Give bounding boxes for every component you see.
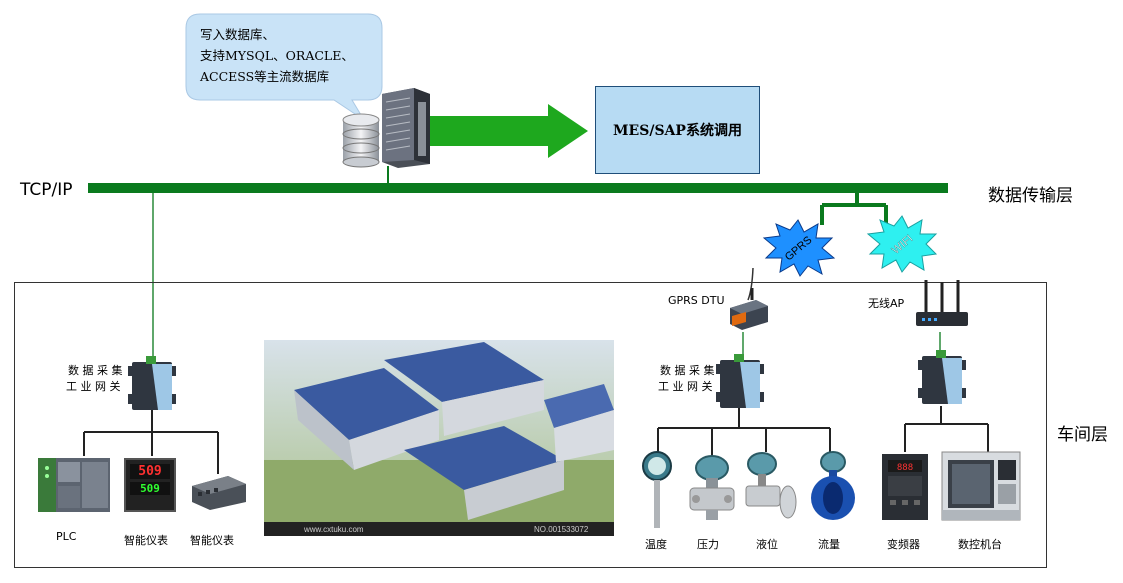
gateway-middle-label-1: 数 据 采 集 [660, 364, 715, 377]
meter-display-2: 509 [130, 482, 170, 495]
pressure-sensor-icon [689, 455, 735, 520]
level-sensor-icon [745, 452, 797, 519]
inverter-label: 变频器 [887, 538, 920, 551]
database-icon [342, 113, 380, 168]
inverter-icon: 888 [882, 454, 928, 520]
factory-photo-code: NO.001533072 [534, 525, 589, 534]
smart-meter-panel: 509 509 [124, 458, 176, 512]
svg-text:888: 888 [897, 463, 913, 473]
bubble-line-1: 写入数据库、 [200, 27, 276, 42]
flow-sensor-icon [811, 451, 855, 520]
bubble-text: 写入数据库、 支持MYSQL、ORACLE、 ACCESS等主流数据库 [200, 24, 354, 87]
plc-icon [38, 458, 110, 512]
gateway-left-label-2: 工 业 网 关 [66, 380, 121, 393]
bubble-line-2: 支持MYSQL、ORACLE、 [200, 48, 354, 63]
smart-meter-module-label: 智能仪表 [190, 534, 234, 547]
gprs-signal-icon: GPRS [762, 219, 836, 277]
gateway-middle-icon [716, 354, 764, 408]
wireless-ap-icon [916, 280, 968, 326]
meter-display-1: 509 [130, 464, 170, 479]
tcp-ip-label: TCP/IP [20, 180, 73, 200]
wireless-ap-label: 无线AP [868, 297, 905, 310]
flow-label: 流量 [818, 538, 840, 551]
mes-label: MES/SAP系统调用 [613, 123, 742, 139]
transport-layer-label: 数据传输层 [988, 186, 1073, 206]
plc-label: PLC [56, 530, 77, 543]
factory-illustration: www.cxtuku.com NO.001533072 [264, 340, 614, 536]
gateway-left-label-1: 数 据 采 集 [68, 364, 123, 377]
smart-meter-label-1: 智能仪表 [124, 534, 168, 547]
gateway-right-icon [918, 350, 966, 404]
workshop-layer-label: 车间层 [1057, 425, 1108, 445]
gprs-dtu-label: GPRS DTU [668, 294, 725, 307]
cnc-machine-label: 数控机台 [958, 538, 1002, 551]
workshop-layer-box [14, 282, 1047, 568]
smart-meter-module-icon [192, 476, 246, 510]
bubble-line-3: ACCESS等主流数据库 [200, 69, 330, 84]
level-label: 液位 [756, 538, 778, 551]
factory-watermark: www.cxtuku.com [303, 525, 364, 534]
pressure-label: 压力 [697, 538, 719, 551]
wifi-signal-icon: WIFI [866, 215, 938, 273]
gateway-middle-label-2: 工 业 网 关 [658, 380, 713, 393]
temperature-sensor-icon [642, 451, 672, 528]
temperature-label: 温度 [645, 538, 667, 551]
gprs-dtu-icon [730, 288, 768, 330]
gateway-left-icon [128, 356, 176, 410]
data-flow-arrow [430, 104, 588, 158]
server-icon [382, 88, 430, 168]
mes-sap-system-box: MES/SAP系统调用 [595, 86, 760, 174]
cnc-machine-icon [941, 451, 1021, 521]
